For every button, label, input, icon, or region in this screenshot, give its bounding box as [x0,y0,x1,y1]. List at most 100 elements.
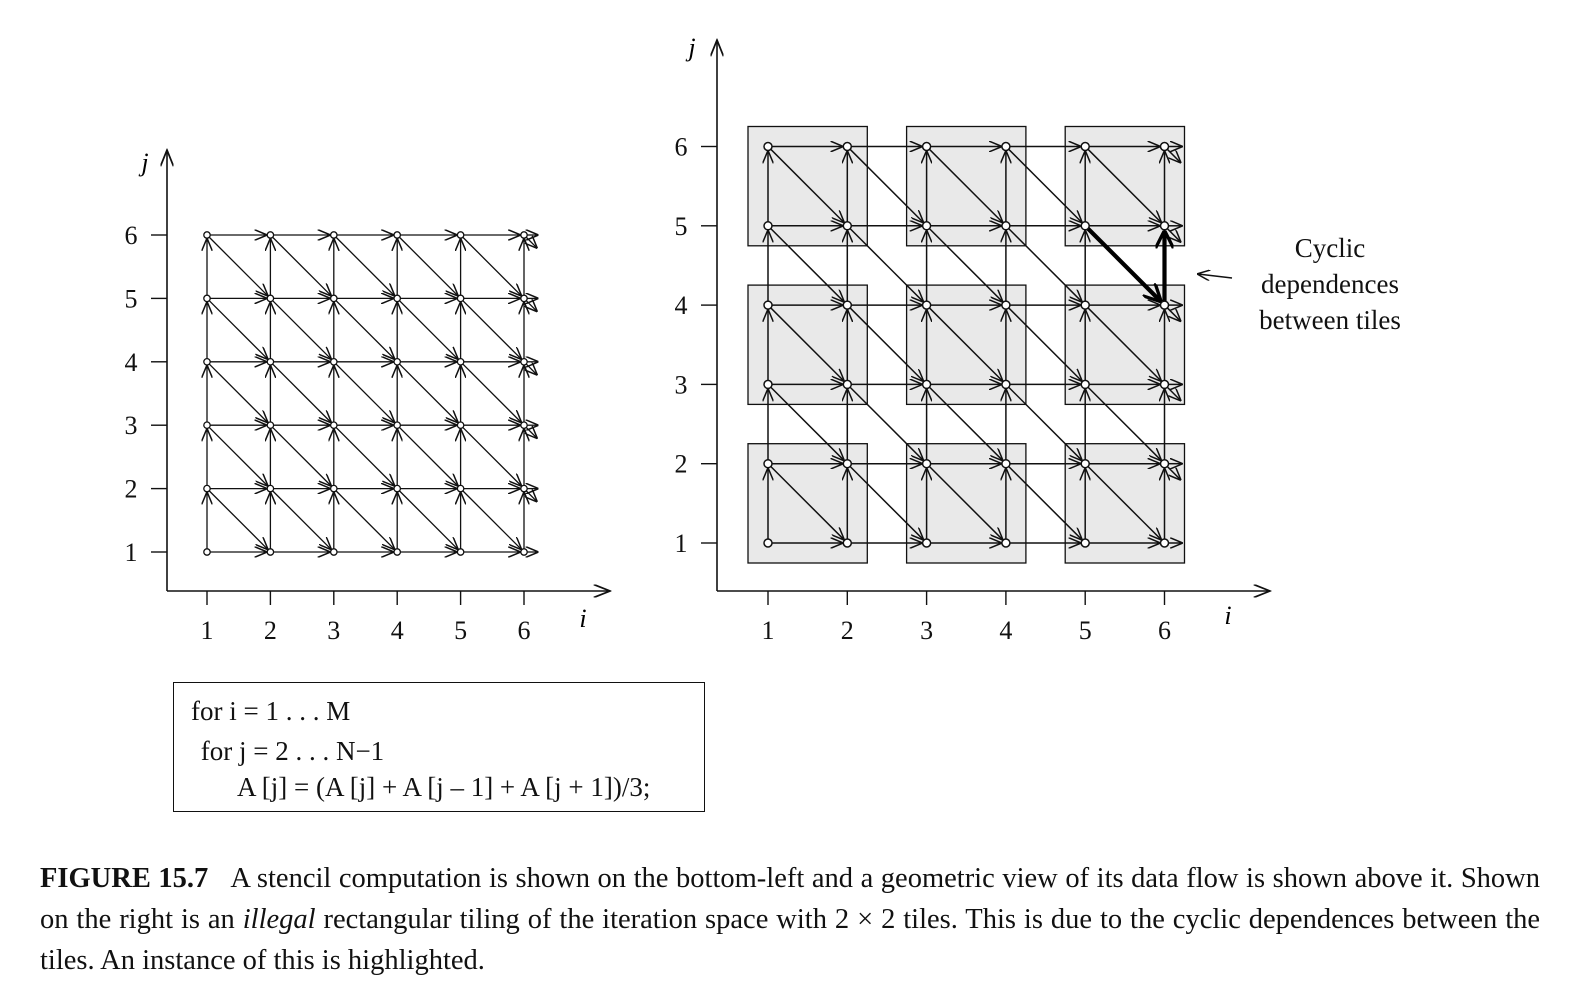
right-point [1080,458,1090,469]
left-point [393,484,402,493]
left-point [329,484,338,493]
left-point [266,231,275,239]
left-point [520,484,528,493]
right-y-tick-label: 1 [675,529,688,558]
left-point [393,294,402,303]
right-point [1080,221,1090,231]
stencil-code-box: for i = 1 . . . M for j = 2 . . . N−1 A … [173,682,705,812]
left-point [393,548,402,556]
left-point [203,421,211,430]
left-point [329,231,338,239]
left-edge-diagonal [335,300,394,359]
left-point [266,357,275,366]
cyclic-label-line-3: between tiles [1259,305,1401,335]
right-edge-diagonal [1087,307,1161,381]
left-y-tick-label: 2 [125,475,138,504]
left-iteration-points [203,231,528,556]
left-edge-diagonal [462,300,521,359]
left-edge-diagonal [272,427,331,485]
left-edge-diagonal [335,363,394,422]
right-edge-diagonal [849,228,923,302]
left-x-tick-label: 2 [264,616,277,645]
right-iteration-points [763,141,1170,548]
left-x-tick-label: 5 [454,616,467,645]
left-point [456,484,465,493]
right-edge-diagonal [928,386,1002,460]
right-point [921,538,932,548]
left-edge-diagonal [272,236,331,295]
cycle-edge [1086,227,1160,301]
right-edge-diagonal [849,148,923,222]
right-point [1159,379,1170,390]
right-edge-diagonal [1087,386,1161,460]
right-point [842,221,853,231]
right-point [1159,221,1170,231]
left-point [456,357,465,366]
right-edge-diagonal [770,307,844,381]
caption-emphasis: illegal [242,904,316,935]
left-point [393,231,402,239]
left-point [203,357,211,366]
left-edge-diagonal [208,300,267,359]
left-x-tick-label: 1 [201,616,214,645]
left-x-tick-label: 4 [391,616,404,645]
right-edge-diagonal [1166,307,1180,321]
left-edge-diagonal [399,363,457,422]
caption-label: FIGURE 15.7 [40,863,209,894]
right-x-tick-label: 6 [1158,616,1171,645]
right-x-axis-label: i [1224,601,1231,630]
right-point [921,379,932,390]
left-point [329,421,338,430]
code-line-inner-loop: for j = 2 . . . N−1 [194,736,385,766]
right-point [1001,300,1011,310]
left-edge-diagonal [462,427,521,485]
cyclic-label-pointer [1198,274,1233,278]
right-x-tick-label: 3 [920,616,933,645]
right-edge-diagonal [770,228,844,302]
left-edge-diagonal [208,490,267,549]
left-point [520,294,528,303]
right-point [763,300,773,310]
right-edge-diagonal [1087,148,1161,222]
right-point [921,300,932,310]
left-x-tick-label: 3 [327,616,340,645]
right-y-axis-label: j [685,33,695,62]
right-edge-diagonal [849,465,923,540]
right-point [1159,300,1170,310]
right-x-tick-label: 4 [999,616,1012,645]
right-edge-diagonal [770,148,844,222]
left-edge-diagonal [272,363,331,422]
right-point [1080,379,1090,390]
left-point [393,357,402,366]
right-edge-diagonal [1166,148,1180,162]
right-point [842,379,853,390]
left-edge-diagonal [335,490,394,549]
code-line-statement: A [j] = (A [j] + A [j – 1] + A [j + 1])/… [237,772,651,802]
left-edge-diagonal [335,236,394,295]
left-y-tick-label: 4 [125,348,138,377]
right-point [1001,538,1011,548]
left-point [520,357,528,366]
right-point [1080,300,1090,310]
right-y-tick-label: 4 [675,291,688,320]
left-y-tick-label: 5 [125,284,138,313]
left-point [203,294,211,303]
left-x-axis-label: i [579,604,586,633]
right-point [842,538,853,548]
cyclic-dependences-label: Cyclic dependences between tiles [1240,230,1420,338]
right-point [763,538,773,548]
right-point [1080,538,1090,548]
right-x-tick-label: 5 [1079,616,1092,645]
right-point [763,221,773,231]
left-point [203,484,211,493]
right-point [1159,458,1170,469]
right-edge-diagonal [1087,465,1161,540]
left-point [520,548,528,556]
left-point [266,421,275,430]
right-edge-diagonal [928,228,1002,302]
cyclic-label-line-2: dependences [1261,269,1399,299]
right-point [1001,379,1011,390]
